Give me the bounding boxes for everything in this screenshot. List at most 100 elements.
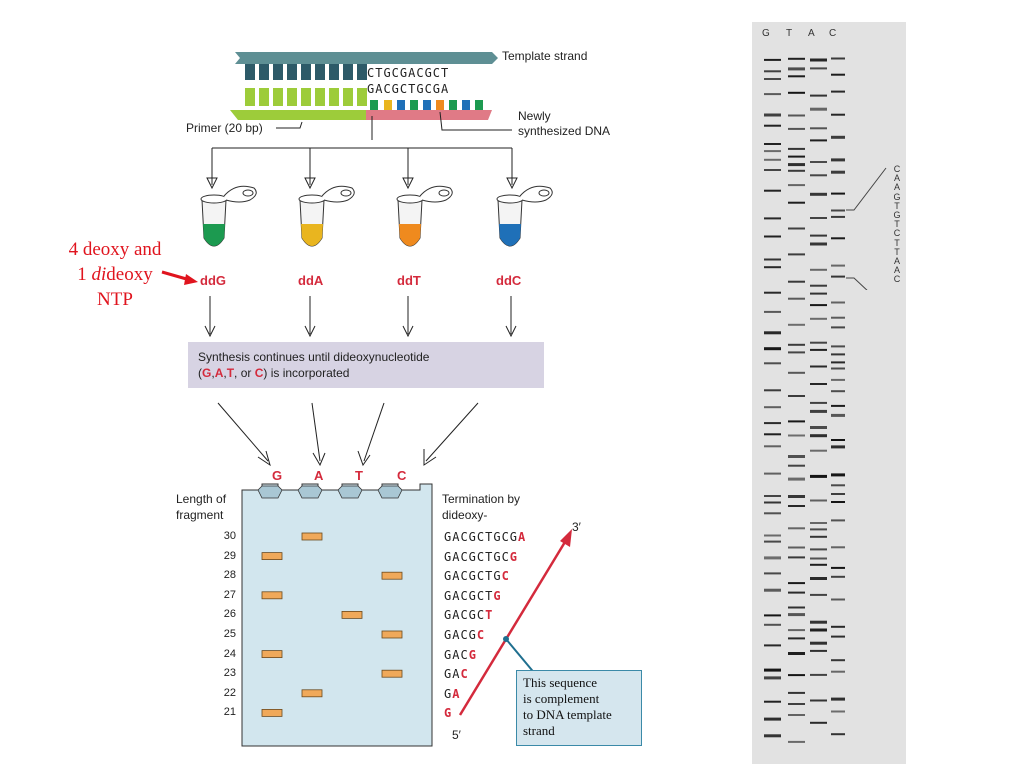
photo-band — [764, 717, 781, 721]
photo-band — [788, 323, 805, 326]
photo-band — [788, 184, 805, 187]
photo-band — [788, 613, 805, 617]
tube-label-ddA: ddA — [298, 273, 324, 288]
photo-band — [764, 266, 781, 269]
photo-band — [764, 623, 781, 626]
photo-band — [810, 535, 827, 538]
photo-band — [764, 258, 781, 261]
fragment-length: 22 — [223, 686, 236, 699]
photo-band — [831, 345, 845, 348]
photo-band — [831, 90, 845, 93]
photo-band — [764, 143, 781, 145]
photo-band — [810, 284, 827, 287]
photo-band — [831, 170, 845, 174]
deoxy-note-line1: 4 deoxy and — [68, 239, 162, 260]
photo-band — [810, 563, 827, 566]
photo-band — [831, 113, 845, 116]
photo-band — [788, 201, 805, 204]
template-bottom-sequence: GACGCTGCGA — [367, 82, 450, 96]
fragment-sequence: GACGCT — [444, 608, 494, 623]
gel-lane-C: C — [397, 468, 407, 483]
red-arrow-icon — [161, 270, 198, 285]
photo-band — [831, 697, 845, 701]
photo-band — [764, 70, 781, 73]
photo-band — [788, 455, 805, 458]
tube-to-box-arrows — [204, 296, 517, 338]
read-base: C — [893, 274, 901, 285]
photo-band — [788, 343, 805, 346]
photo-band — [831, 215, 845, 218]
photo-band — [764, 406, 781, 409]
photo-band — [810, 528, 827, 531]
paren-open: ( — [198, 366, 202, 380]
photo-band — [810, 620, 827, 624]
fragment-length: 28 — [223, 569, 236, 582]
gel-band — [301, 532, 323, 541]
gel-band — [381, 571, 403, 580]
gel-slab — [241, 483, 433, 747]
photo-band — [831, 445, 845, 449]
photo-band — [831, 546, 845, 549]
read-base: G — [893, 191, 901, 202]
photo-band — [810, 365, 827, 368]
termination-label-2: dideoxy- — [442, 508, 488, 522]
nuc-a: A — [214, 366, 224, 380]
photo-band — [788, 740, 805, 743]
photo-band — [788, 227, 805, 230]
photo-band — [788, 253, 805, 256]
photo-band — [831, 635, 845, 638]
photo-band — [810, 721, 827, 724]
gel-band — [381, 669, 403, 678]
template-top-sequence: CTGCGACGCT — [367, 66, 450, 80]
callout-line-4: strand — [523, 723, 555, 738]
photo-band — [831, 367, 845, 370]
photo-lane-A: A — [808, 28, 815, 39]
read-base: T — [894, 246, 900, 257]
photo-band — [764, 668, 781, 672]
photo-band — [831, 501, 845, 503]
photo-band — [831, 353, 845, 356]
photo-band — [810, 499, 827, 502]
photo-band — [788, 75, 805, 78]
photo-band — [831, 301, 845, 304]
photo-band — [788, 527, 805, 530]
photo-band — [831, 659, 845, 662]
photo-band — [810, 673, 827, 676]
photo-band — [831, 484, 845, 487]
read-bracket — [846, 167, 887, 290]
fragment-length: 29 — [223, 549, 236, 562]
photo-band — [831, 493, 845, 495]
tube-label-ddG: ddG — [200, 273, 226, 288]
photo-band — [788, 169, 805, 172]
photo-band — [788, 434, 805, 437]
photo-band — [831, 404, 845, 407]
photo-band — [810, 107, 827, 111]
read-base: G — [893, 210, 901, 221]
tube-ddA — [294, 180, 364, 260]
photo-band — [810, 192, 827, 196]
duplex-connectors — [206, 111, 518, 190]
note-prefix: 1 — [77, 264, 92, 285]
gel-band — [261, 591, 283, 600]
photo-band — [831, 598, 845, 601]
photo-band — [788, 127, 805, 130]
photo-band — [831, 378, 845, 381]
photo-band — [764, 310, 781, 313]
photo-band — [764, 362, 781, 365]
photo-band — [764, 495, 781, 497]
photo-band — [788, 91, 805, 94]
photo-band — [831, 439, 845, 441]
photo-band — [831, 670, 845, 673]
tube-label-ddT: ddT — [397, 273, 421, 288]
fragment-sequence: GAC — [444, 667, 469, 682]
photo-band — [810, 522, 827, 524]
template-strand-label: Template strand — [502, 49, 588, 63]
photo-band — [788, 351, 805, 354]
fragment-length: 23 — [223, 667, 236, 680]
photo-band — [764, 169, 781, 171]
photo-band — [831, 57, 845, 60]
gel-band — [381, 630, 403, 639]
photo-band — [831, 566, 845, 569]
deoxy-note-line2: 1 dideoxy — [48, 262, 182, 287]
